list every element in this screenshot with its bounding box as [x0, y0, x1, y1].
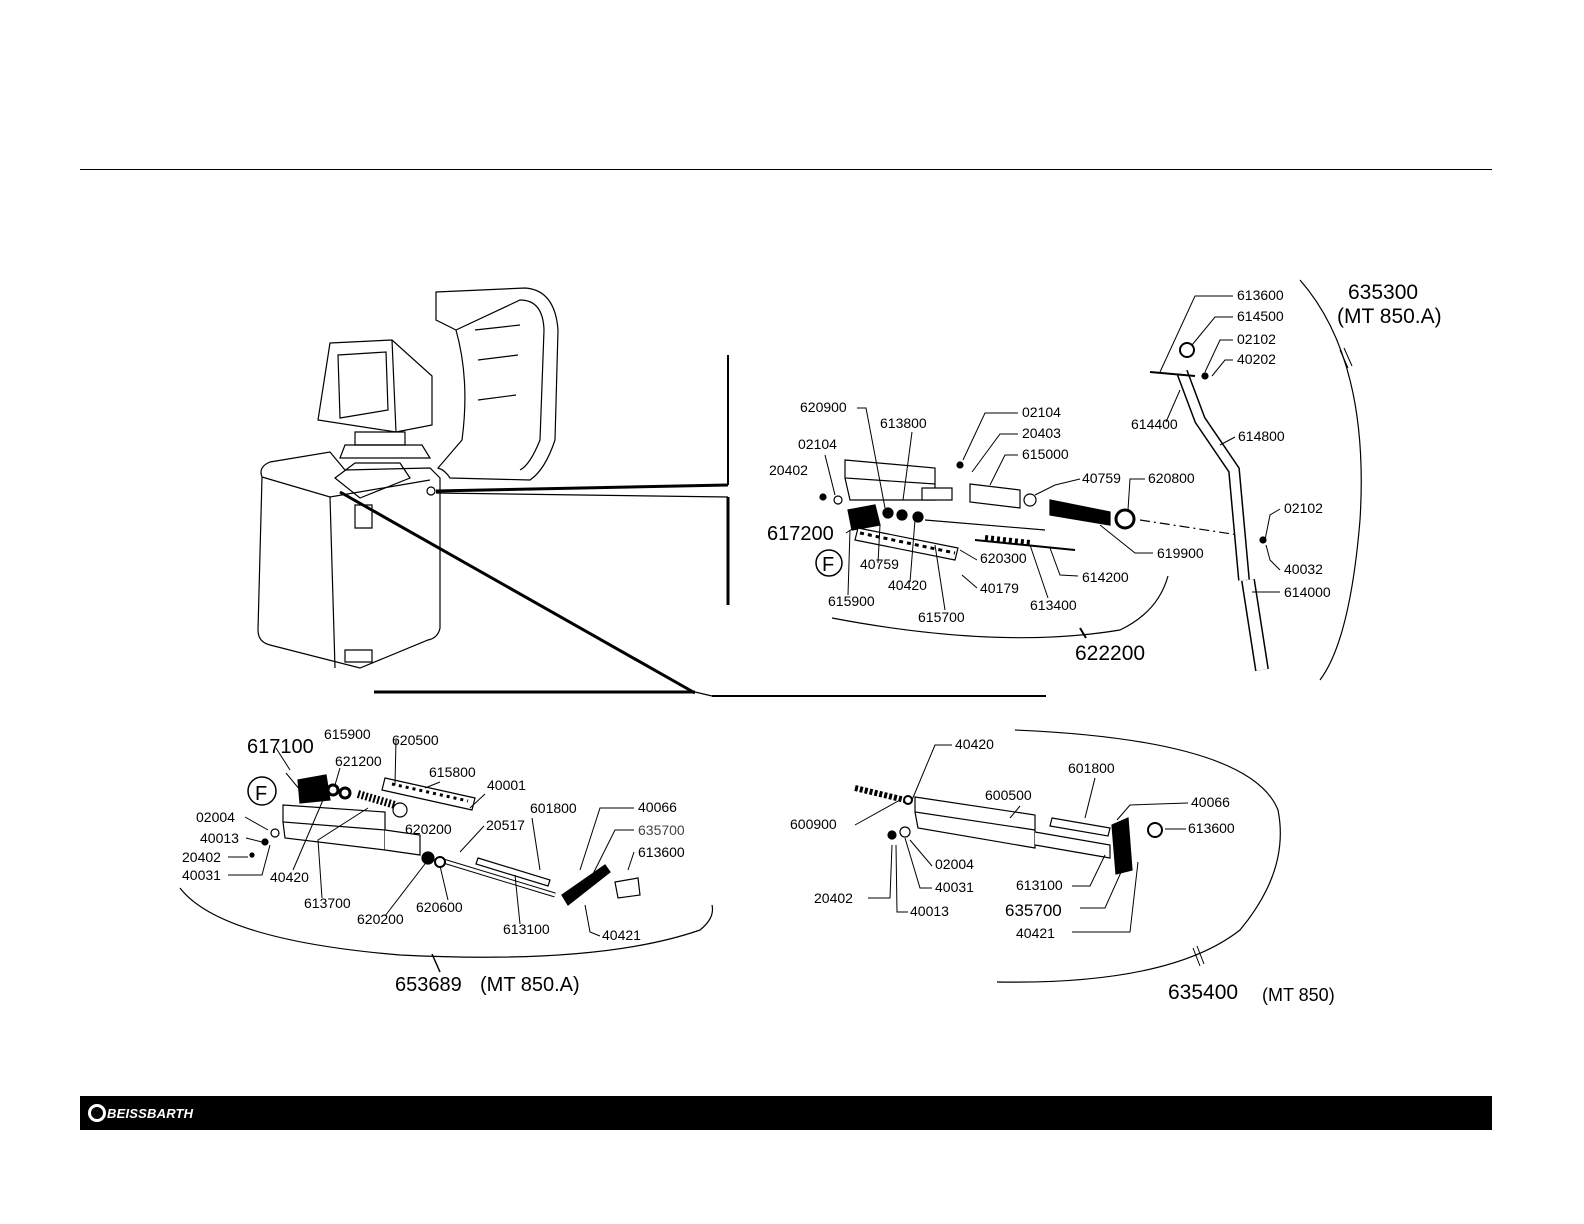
callout-40421: 40421	[1016, 925, 1055, 941]
callout-40202: 40202	[1237, 351, 1276, 367]
callout-40420: 40420	[888, 577, 927, 593]
callout-02004: 02004	[196, 809, 235, 825]
callout-02104: 02104	[1022, 404, 1061, 420]
group-635400: 635400	[1168, 981, 1238, 1004]
lower-left-callouts: 617100 615900 620500 621200 615800 40001…	[182, 726, 685, 996]
lower-left-assembly-parts	[179, 774, 714, 973]
callout-20403: 20403	[1022, 425, 1061, 441]
callout-615900: 615900	[324, 726, 371, 742]
callout-635700: 635700	[638, 822, 685, 838]
callout-620900: 620900	[800, 399, 847, 415]
callout-615800: 615800	[429, 764, 476, 780]
group-622200: 622200	[1075, 642, 1145, 665]
callout-40066: 40066	[1191, 794, 1230, 810]
callout-40421: 40421	[602, 927, 641, 943]
callout-613600: 613600	[1188, 820, 1235, 836]
callout-40001: 40001	[487, 777, 526, 793]
callout-600500: 600500	[985, 787, 1032, 803]
callout-614800: 614800	[1238, 428, 1285, 444]
callout-613800: 613800	[880, 415, 927, 431]
callout-02102: 02102	[1237, 331, 1276, 347]
tilt-arm-parts	[1149, 279, 1362, 681]
callout-F: F	[822, 554, 834, 576]
callout-620800: 620800	[1148, 470, 1195, 486]
callout-615900: 615900	[828, 593, 875, 609]
arm-callouts: 613600 614500 02102 40202 614400 614800 …	[1131, 281, 1442, 600]
callout-613600: 613600	[1237, 287, 1284, 303]
group-635300: 635300	[1348, 281, 1418, 304]
callout-613700: 613700	[304, 895, 351, 911]
footer-bar: BEISSBARTH	[80, 1096, 1492, 1130]
callout-40032: 40032	[1284, 561, 1323, 577]
callout-613100: 613100	[1016, 877, 1063, 893]
callout-614000: 614000	[1284, 584, 1331, 600]
callout-614500: 614500	[1237, 308, 1284, 324]
group-635400-model: (MT 850)	[1262, 985, 1335, 1005]
callout-615000: 615000	[1022, 446, 1069, 462]
callout-620500: 620500	[392, 732, 439, 748]
callout-40420: 40420	[955, 736, 994, 752]
callout-40179: 40179	[980, 580, 1019, 596]
callout-40031: 40031	[935, 879, 974, 895]
beissbarth-logo: BEISSBARTH	[88, 1101, 193, 1125]
callout-635700: 635700	[1005, 901, 1062, 920]
callout-620200: 620200	[405, 821, 452, 837]
callout-20402: 20402	[182, 849, 221, 865]
callout-621200: 621200	[335, 753, 382, 769]
group-635300-model: (MT 850.A)	[1337, 305, 1442, 328]
callout-20402: 20402	[814, 890, 853, 906]
group-653689-model: (MT 850.A)	[480, 974, 580, 996]
callout-601800: 601800	[530, 800, 577, 816]
callout-601800: 601800	[1068, 760, 1115, 776]
callout-leader-lines	[228, 295, 1281, 937]
callout-613600: 613600	[638, 844, 685, 860]
header-rule	[80, 169, 1492, 170]
callout-02004: 02004	[935, 856, 974, 872]
brand-mark-icon	[88, 1104, 106, 1122]
lower-right-assembly-parts	[854, 729, 1281, 983]
callout-620600: 620600	[416, 899, 463, 915]
brand-name: BEISSBARTH	[107, 1105, 194, 1121]
callout-614400: 614400	[1131, 416, 1178, 432]
callout-617200: 617200	[767, 523, 834, 545]
callout-40759: 40759	[860, 556, 899, 572]
callout-02102: 02102	[1284, 500, 1323, 516]
callout-40031: 40031	[182, 867, 221, 883]
callout-615700: 615700	[918, 609, 965, 625]
callout-40759: 40759	[1082, 470, 1121, 486]
callout-40066: 40066	[638, 799, 677, 815]
callout-620300: 620300	[980, 550, 1027, 566]
callout-20517: 20517	[486, 817, 525, 833]
callout-613400: 613400	[1030, 597, 1077, 613]
callout-40013: 40013	[910, 903, 949, 919]
callout-40013: 40013	[200, 830, 239, 846]
callout-600900: 600900	[790, 816, 837, 832]
wheel-balancer-machine-drawing	[257, 287, 1046, 697]
upper-callouts: 620900 613800 02104 20403 615000 40759 6…	[767, 399, 1204, 665]
lower-right-callouts: 40420 601800 600500 40066 613600 600900 …	[790, 736, 1335, 1005]
callout-F: F	[255, 783, 267, 805]
group-653689: 653689	[395, 974, 462, 996]
callout-613100: 613100	[503, 921, 550, 937]
callout-614200: 614200	[1082, 569, 1129, 585]
callout-620200: 620200	[357, 911, 404, 927]
callout-20402: 20402	[769, 462, 808, 478]
callout-617100: 617100	[247, 736, 314, 758]
upper-assembly-parts	[815, 459, 1246, 639]
callout-40420: 40420	[270, 869, 309, 885]
callout-02104: 02104	[798, 436, 837, 452]
callout-619900: 619900	[1157, 545, 1204, 561]
